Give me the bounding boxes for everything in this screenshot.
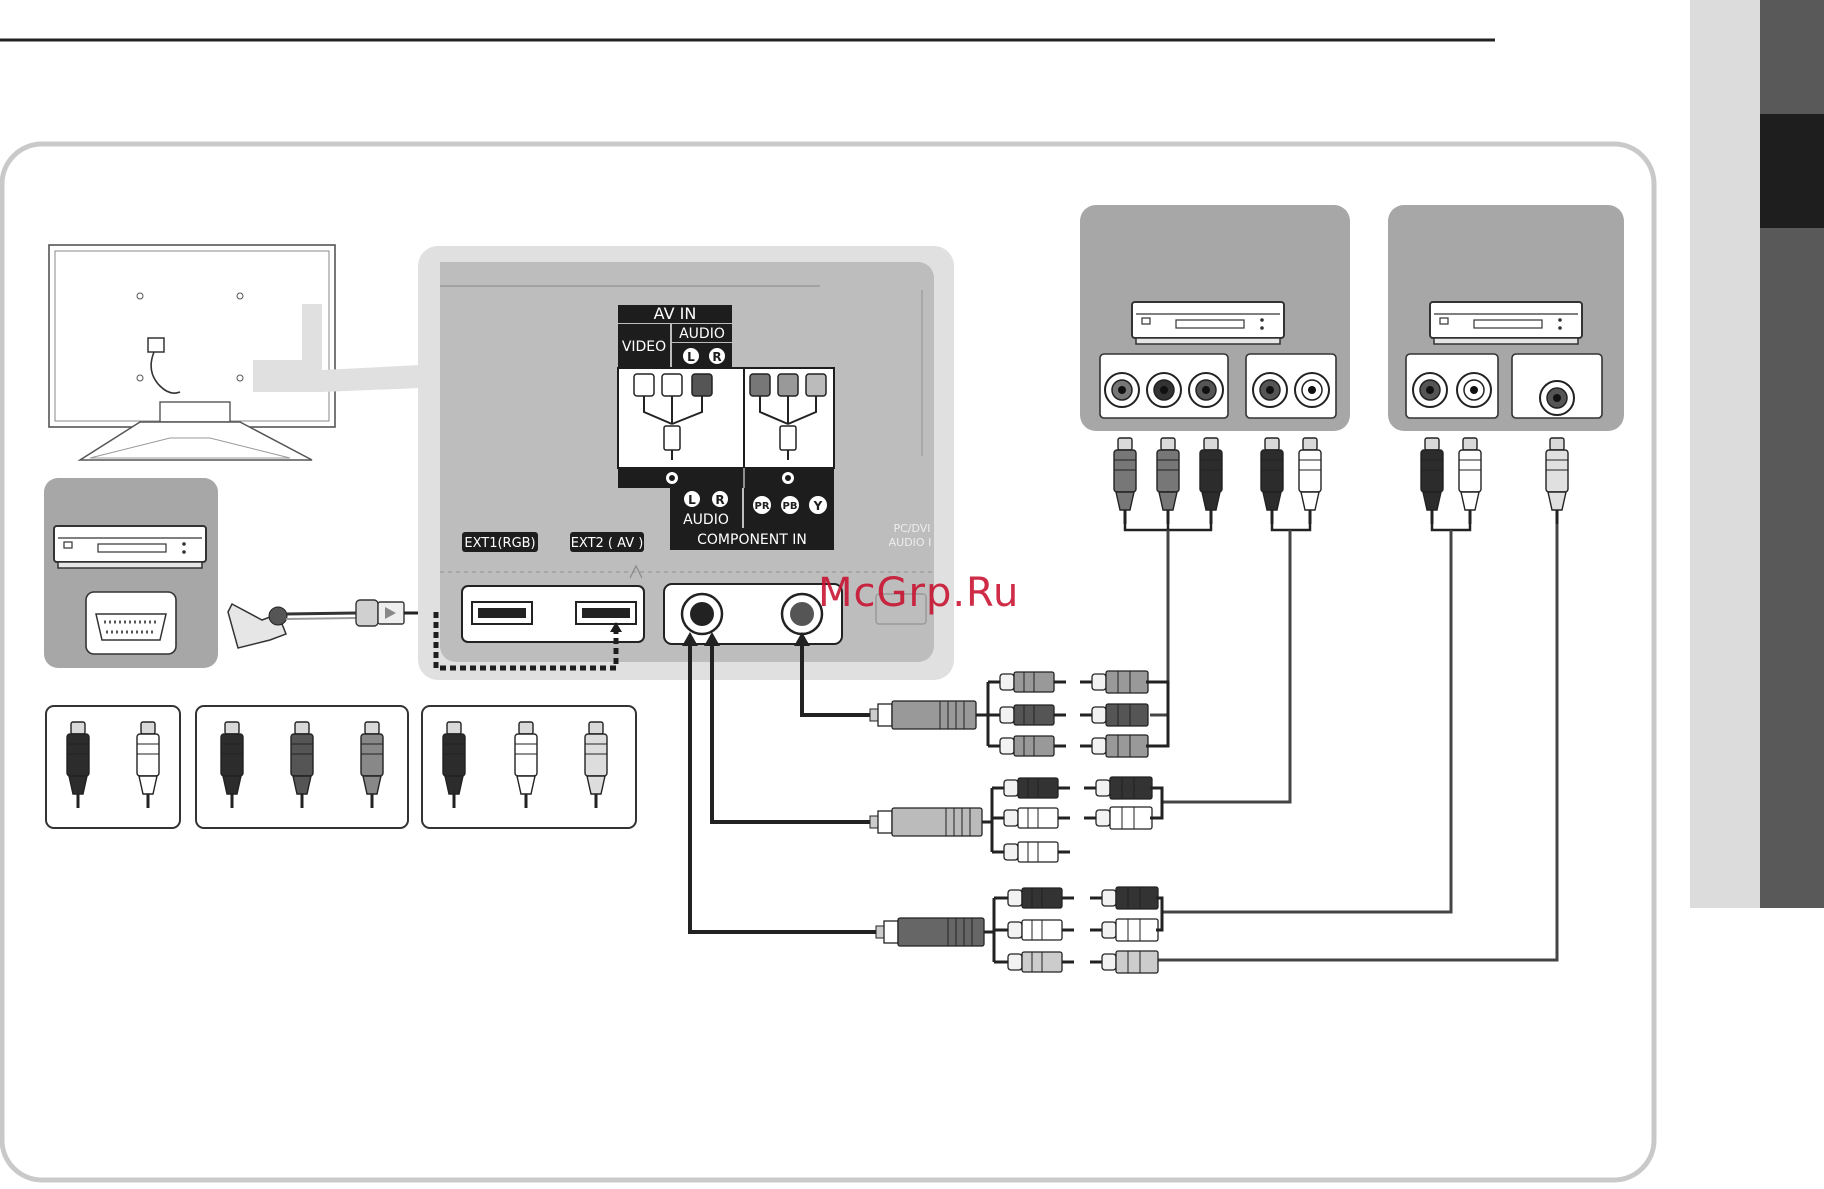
cable-legend <box>46 706 636 828</box>
tv-back-illustration <box>49 245 335 460</box>
side-tab-active <box>1760 114 1824 228</box>
scart-socket-icon <box>86 592 176 654</box>
ext2-label: EXT2 ( AV ) <box>571 536 644 551</box>
y-label: Y <box>813 499 823 513</box>
side-tab-bottom <box>1760 228 1824 908</box>
audio-bottom-label: AUDIO <box>683 512 729 528</box>
pr-label: PR <box>754 501 769 512</box>
pc-dvi-label-1: PC/DVI <box>893 522 930 535</box>
video-label: VIDEO <box>622 339 666 355</box>
watermark: McGrp.Ru <box>818 570 1019 616</box>
ext1-label: EXT1(RGB) <box>464 536 535 551</box>
pc-dvi-label-2: AUDIO I <box>889 536 932 549</box>
av-in-label: AV IN <box>654 304 697 323</box>
side-tab-light <box>1690 0 1760 908</box>
component-in-label: COMPONENT IN <box>697 532 807 548</box>
audio-top-label: AUDIO <box>679 326 725 342</box>
audio-r-label: R <box>712 350 721 364</box>
audio-l-label: L <box>687 350 695 364</box>
pb-label: PB <box>783 501 798 512</box>
audio-bottom-r: R <box>715 493 724 507</box>
audio-bottom-l: L <box>688 493 696 507</box>
side-tab-top <box>1760 0 1824 114</box>
